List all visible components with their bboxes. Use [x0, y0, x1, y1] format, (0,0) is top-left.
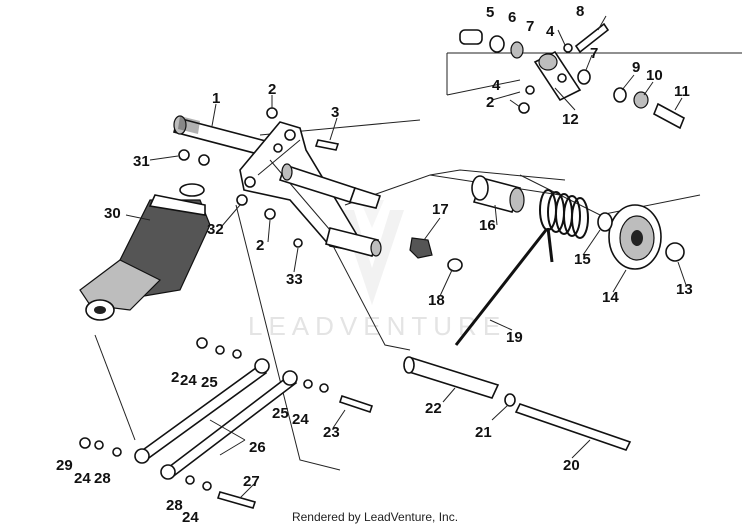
- callout-33: 33: [286, 271, 303, 288]
- callout-24: 24: [180, 372, 197, 389]
- callout-8: 8: [576, 3, 584, 20]
- lower-pipe-part: [325, 227, 382, 257]
- callout-17: 17: [432, 201, 449, 218]
- idler-wheel-part: [608, 204, 662, 270]
- callout-23: 23: [323, 424, 340, 441]
- callout-labels: 1 2 3 31 30 32 2 33 17 18 16 19 15 14 13…: [56, 3, 693, 526]
- assembly-bracket: [446, 52, 742, 96]
- callout-4: 4: [546, 23, 555, 40]
- callout-19: 19: [506, 329, 523, 346]
- callout-12: 12: [562, 111, 579, 128]
- watermark-text: LEADVENTURE: [248, 311, 506, 341]
- callout-20: 20: [563, 457, 580, 474]
- shock-absorber-part: [79, 183, 211, 321]
- callout-25: 25: [272, 405, 289, 422]
- callout-25: 25: [201, 374, 218, 391]
- callout-13: 13: [676, 281, 693, 298]
- callout-7: 7: [526, 18, 534, 35]
- callout-16: 16: [479, 217, 496, 234]
- callout-15: 15: [574, 251, 591, 268]
- callout-2: 2: [256, 237, 264, 254]
- callout-2: 2: [486, 94, 494, 111]
- arm-bracket-assembly: [459, 22, 686, 130]
- callout-11: 11: [674, 83, 690, 100]
- callout-24: 24: [182, 509, 199, 526]
- callout-31: 31: [133, 153, 150, 170]
- callout-2: 2: [268, 81, 276, 98]
- callout-2: 2: [171, 369, 179, 386]
- callout-24: 24: [74, 470, 91, 487]
- callout-21: 21: [475, 424, 492, 441]
- callout-28: 28: [94, 470, 111, 487]
- callout-32: 32: [207, 221, 224, 238]
- callout-9: 9: [632, 59, 640, 76]
- callout-4: 4: [492, 77, 501, 94]
- sleeve-part: [471, 175, 525, 213]
- callout-5: 5: [486, 4, 494, 21]
- callout-18: 18: [428, 292, 445, 309]
- torsion-spring-part: [454, 189, 589, 346]
- leader-lines: [125, 15, 687, 499]
- lower-linkage: [79, 337, 632, 509]
- callout-26: 26: [249, 439, 266, 456]
- callout-7: 7: [590, 45, 598, 62]
- callout-14: 14: [602, 289, 619, 306]
- callout-28: 28: [166, 497, 183, 514]
- callout-27: 27: [243, 473, 260, 490]
- callout-3: 3: [331, 104, 339, 121]
- callout-24: 24: [292, 411, 309, 428]
- footer-credit: Rendered by LeadVenture, Inc.: [291, 510, 459, 524]
- callout-10: 10: [646, 67, 663, 84]
- upper-shaft-part: [278, 163, 382, 209]
- callout-22: 22: [425, 400, 442, 417]
- callout-30: 30: [104, 205, 121, 222]
- callout-1: 1: [212, 90, 220, 107]
- callout-29: 29: [56, 457, 73, 474]
- callout-6: 6: [508, 9, 516, 26]
- small-hardware: [178, 107, 685, 272]
